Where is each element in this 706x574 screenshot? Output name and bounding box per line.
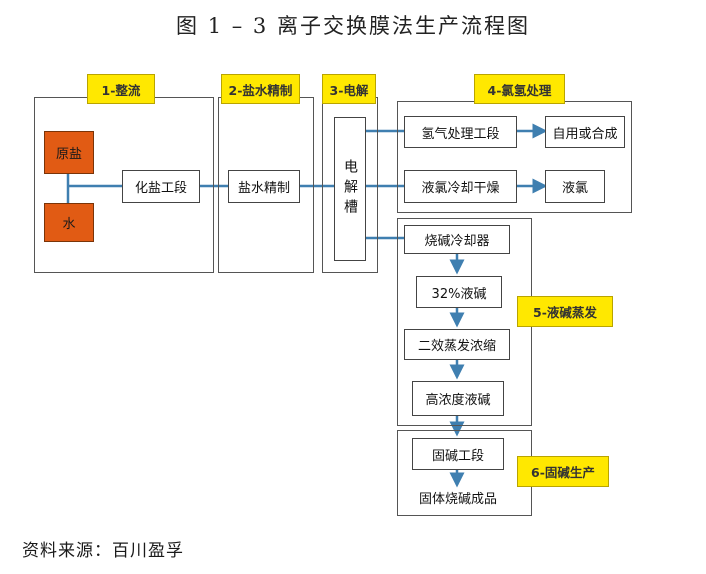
- section-tag-solid: 6-固碱生产: [517, 456, 609, 487]
- liquid-chlorine-dry-box: 液氯冷却干燥: [404, 170, 517, 203]
- solid-alkali-section-box: 固碱工段: [412, 438, 504, 470]
- section-tag-evaporation: 5-液碱蒸发: [517, 296, 613, 327]
- self-use-synthesis-box: 自用或合成: [545, 116, 625, 148]
- caustic-cooler-box: 烧碱冷却器: [404, 225, 510, 254]
- salt-dissolve-box: 化盐工段: [122, 170, 200, 203]
- section-tag-rectify: 1-整流: [87, 74, 155, 104]
- raw-salt-box: 原盐: [44, 131, 94, 174]
- section-tag-chlorine: 4-氯氢处理: [474, 74, 565, 104]
- double-effect-evap-box: 二效蒸发浓缩: [404, 329, 510, 360]
- electrolyzer-box: 电解槽: [334, 117, 366, 261]
- lye-32-box: 32%液碱: [416, 276, 502, 308]
- hydrogen-treatment-box: 氢气处理工段: [404, 116, 517, 148]
- brine-refine-box: 盐水精制: [228, 170, 300, 203]
- water-box: 水: [44, 203, 94, 242]
- section-tag-brine: 2-盐水精制: [221, 74, 300, 104]
- page-title: 图 1 – 3 离子交换膜法生产流程图: [176, 14, 530, 38]
- high-conc-lye-box: 高浓度液碱: [412, 381, 504, 416]
- liquid-chlorine-box: 液氯: [545, 170, 605, 203]
- section-tag-electrolysis: 3-电解: [322, 74, 376, 104]
- source-note: 资料来源：百川盈孚: [22, 541, 184, 561]
- solid-caustic-product-label: 固体烧碱成品: [418, 492, 497, 507]
